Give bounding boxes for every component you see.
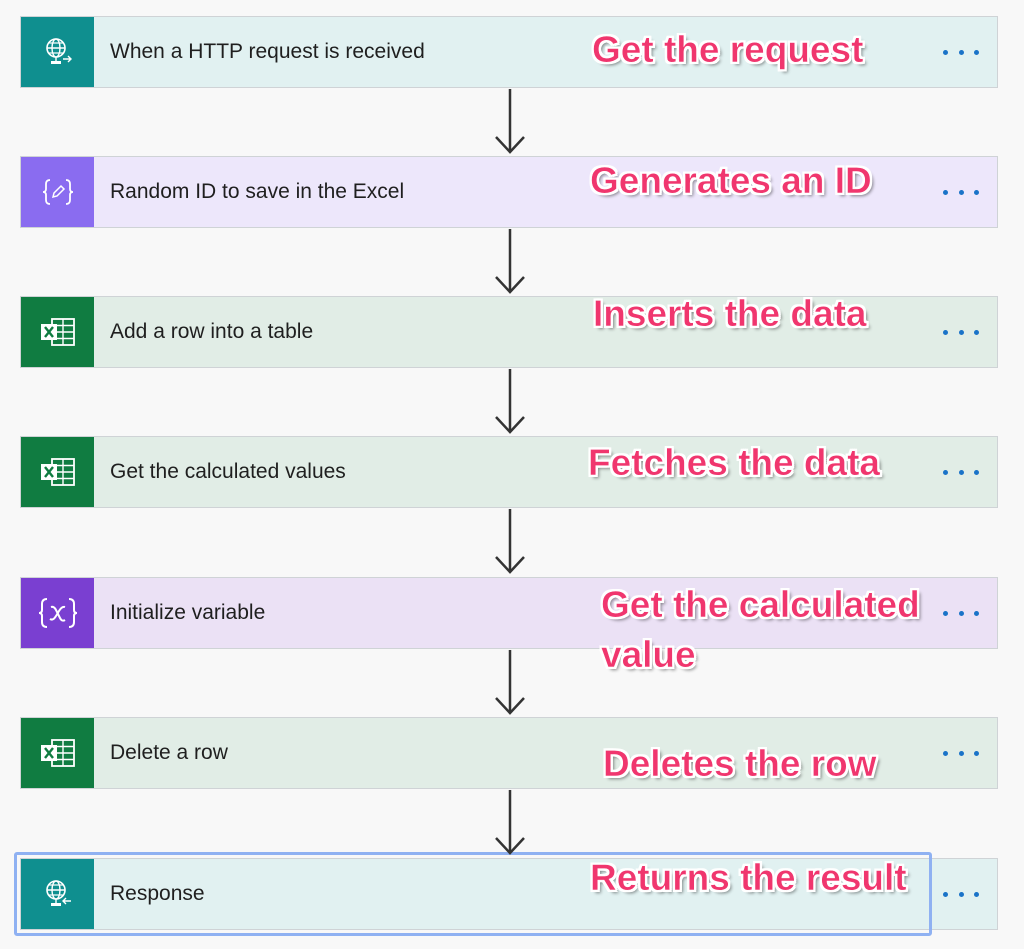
more-options-icon[interactable] xyxy=(943,741,979,765)
step-title: Add a row into a table xyxy=(110,320,314,343)
step-icon-box xyxy=(21,718,94,788)
step-icon-box xyxy=(21,17,94,87)
excel-icon xyxy=(40,318,75,346)
variable-x-icon xyxy=(38,598,77,628)
step-card-random-id[interactable]: Random ID to save in the Excel xyxy=(20,156,998,228)
more-options-icon[interactable] xyxy=(943,882,979,906)
step-title: When a HTTP request is received xyxy=(110,40,425,63)
annotation-get-calculated-value: Get the calculated value xyxy=(601,584,920,676)
step-card-delete-row[interactable]: Delete a row xyxy=(20,717,998,789)
connector-arrow-icon xyxy=(495,650,525,715)
step-card-get-calculated-values[interactable]: Get the calculated values xyxy=(20,436,998,508)
step-card-initialize-variable[interactable]: Initialize variable xyxy=(20,577,998,649)
annotation-get-request: Get the request xyxy=(592,29,864,71)
step-title: Response xyxy=(110,882,205,905)
annotation-deletes-row: Deletes the row xyxy=(603,743,877,785)
step-title: Get the calculated values xyxy=(110,460,346,483)
step-title: Delete a row xyxy=(110,741,228,764)
annotation-generates-id: Generates an ID xyxy=(590,160,872,202)
compose-braces-pencil-icon xyxy=(42,179,73,205)
step-icon-box xyxy=(21,859,94,929)
http-request-globe-icon xyxy=(45,38,72,64)
more-options-icon[interactable] xyxy=(943,601,979,625)
step-card-add-row[interactable]: Add a row into a table xyxy=(20,296,998,368)
step-card-http-request[interactable]: When a HTTP request is received xyxy=(20,16,998,88)
annotation-returns-result: Returns the result xyxy=(590,857,907,899)
step-icon-box xyxy=(21,297,94,367)
connector-arrow-icon xyxy=(495,229,525,294)
step-title: Initialize variable xyxy=(110,601,266,624)
excel-icon xyxy=(40,739,75,767)
connector-arrow-icon xyxy=(495,509,525,574)
more-options-icon[interactable] xyxy=(943,460,979,484)
connector-arrow-icon xyxy=(495,790,525,855)
step-card-response[interactable]: Response xyxy=(20,858,998,930)
annotation-fetches-data: Fetches the data xyxy=(588,442,880,484)
more-options-icon[interactable] xyxy=(943,40,979,64)
step-title: Random ID to save in the Excel xyxy=(110,180,405,203)
step-icon-box xyxy=(21,157,94,227)
more-options-icon[interactable] xyxy=(943,320,979,344)
http-response-globe-icon xyxy=(45,880,71,906)
connector-arrow-icon xyxy=(495,89,525,154)
more-options-icon[interactable] xyxy=(943,180,979,204)
step-icon-box xyxy=(21,578,94,648)
annotation-inserts-data: Inserts the data xyxy=(593,293,867,335)
step-icon-box xyxy=(21,437,94,507)
excel-icon xyxy=(40,458,75,486)
connector-arrow-icon xyxy=(495,369,525,434)
